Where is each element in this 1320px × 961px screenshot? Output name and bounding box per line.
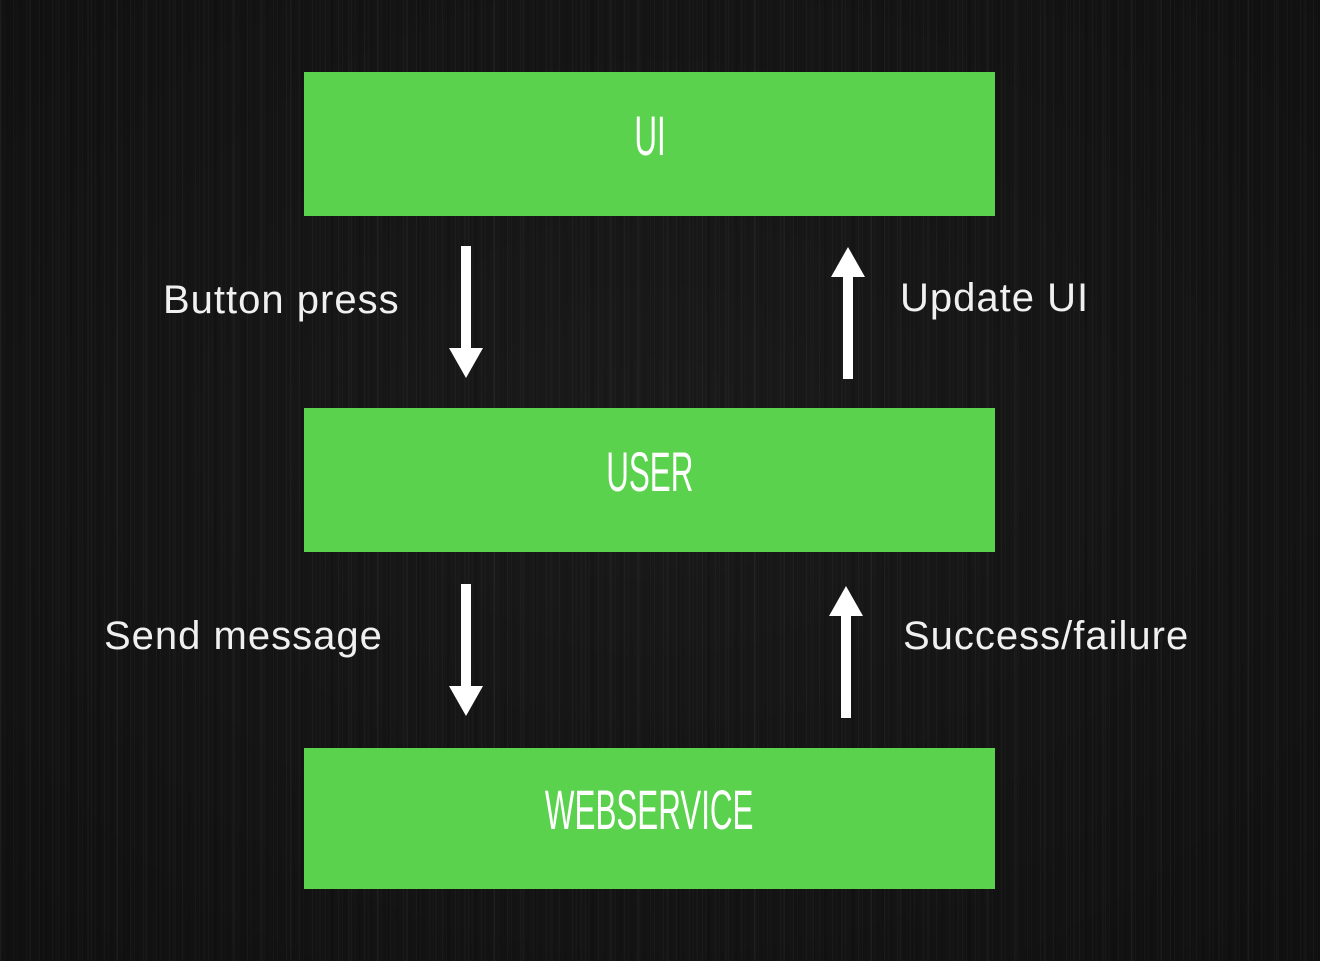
edge-label-button-press: Button press (163, 278, 400, 322)
node-webservice: WEBSERVICE (304, 748, 995, 889)
arrow-shaft (461, 246, 471, 348)
arrow-head (449, 348, 483, 378)
edge-label-update-ui: Update UI (900, 276, 1090, 320)
arrow-head (829, 586, 863, 616)
arrow-head (449, 686, 483, 716)
node-ui: UI (304, 72, 995, 216)
node-webservice-label: WEBSERVICE (545, 778, 754, 841)
node-user: USER (304, 408, 995, 552)
arrow-head (831, 247, 865, 277)
node-user-label: USER (605, 439, 694, 503)
arrow-shaft (843, 277, 853, 379)
edge-label-success-failure: Success/failure (903, 614, 1190, 658)
arrow-shaft (461, 584, 471, 686)
node-ui-label: UI (633, 103, 666, 167)
arrow-shaft (841, 616, 851, 718)
edge-label-send-message: Send message (104, 614, 383, 658)
